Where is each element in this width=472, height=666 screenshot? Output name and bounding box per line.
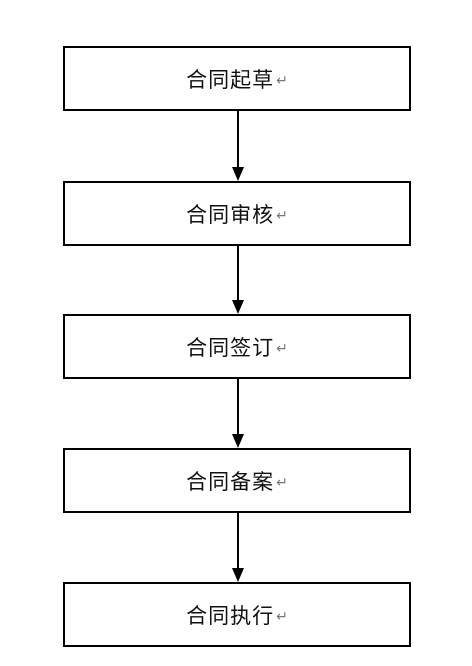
step-label: 合同备案	[186, 469, 275, 494]
step-box-draft: 合同起草↵	[63, 46, 411, 111]
arrow-filing-to-execution	[232, 513, 244, 582]
arrow-review-to-sign	[232, 246, 244, 314]
step-box-sign: 合同签订↵	[63, 314, 411, 379]
step-box-execution: 合同执行↵	[63, 582, 411, 647]
arrow-sign-to-filing	[232, 379, 244, 448]
step-label: 合同起草	[186, 67, 275, 92]
return-mark-icon: ↵	[276, 608, 288, 625]
step-label: 合同签订	[186, 335, 275, 360]
return-mark-icon: ↵	[276, 474, 288, 491]
return-mark-icon: ↵	[276, 72, 288, 89]
return-mark-icon: ↵	[276, 340, 288, 357]
return-mark-icon: ↵	[276, 207, 288, 224]
step-label: 合同执行	[186, 603, 275, 628]
arrow-draft-to-review	[232, 111, 244, 181]
step-box-filing: 合同备案↵	[63, 448, 411, 513]
step-label: 合同审核	[186, 202, 275, 227]
step-box-review: 合同审核↵	[63, 181, 411, 246]
